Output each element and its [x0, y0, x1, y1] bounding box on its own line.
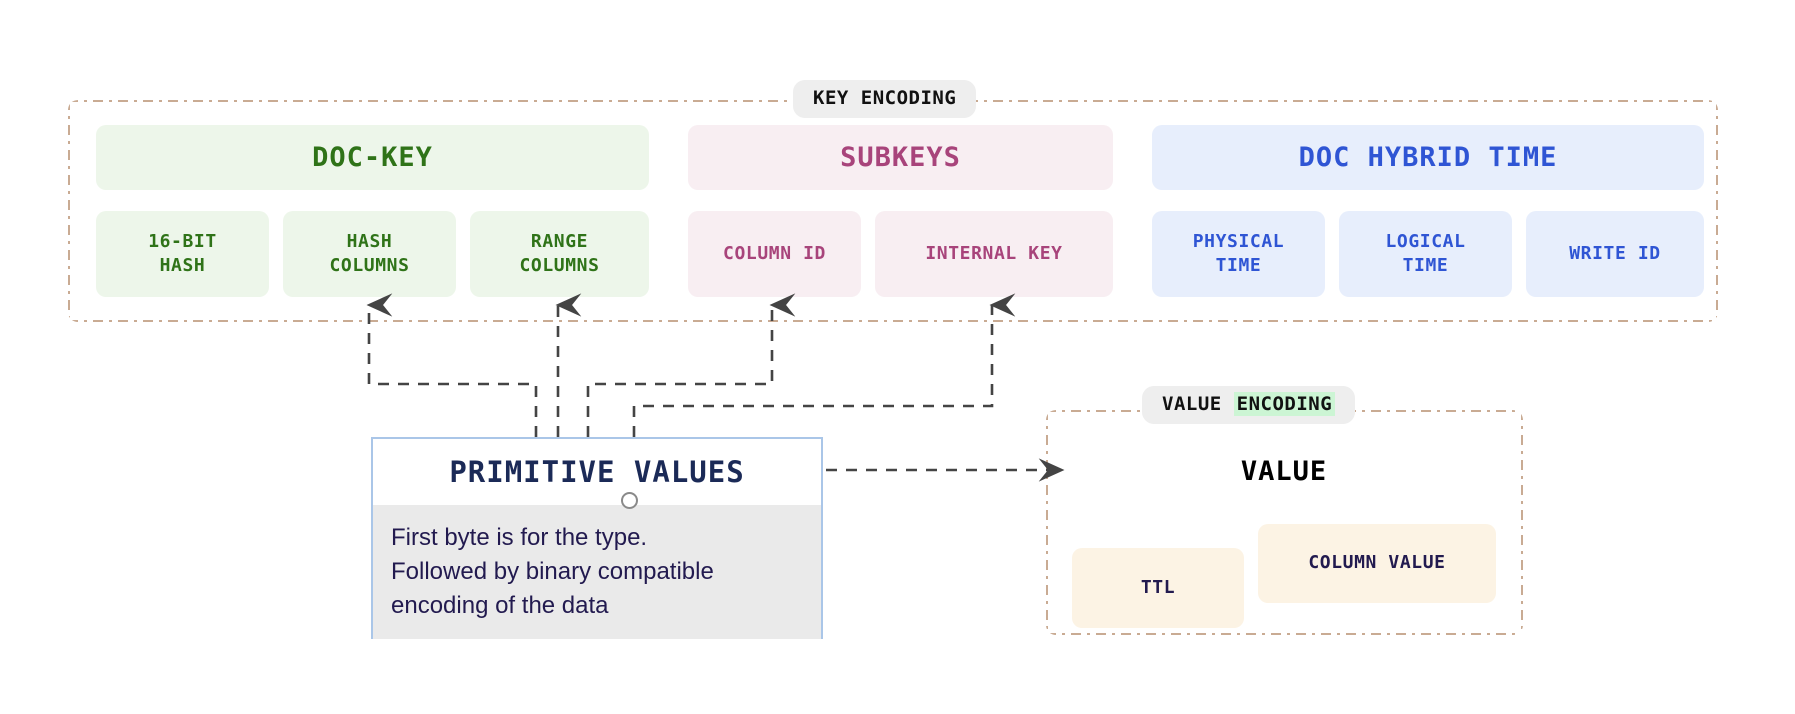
- primitive-values-resize-handle[interactable]: [621, 492, 638, 509]
- chip-physical-time[interactable]: PHYSICAL TIME: [1152, 211, 1325, 297]
- primitive-values-body: First byte is for the type. Followed by …: [373, 505, 821, 639]
- header-subkeys[interactable]: SUBKEYS: [688, 125, 1113, 190]
- header-doc-key[interactable]: DOC-KEY: [96, 125, 649, 190]
- chip-range-columns[interactable]: RANGE COLUMNS: [470, 211, 649, 297]
- wire-to-hash-columns: [366, 293, 538, 437]
- key-encoding-title-text: KEY ENCODING: [813, 87, 957, 109]
- value-encoding-title-plain: VALUE: [1162, 393, 1234, 415]
- chip-column-value[interactable]: COLUMN VALUE: [1258, 524, 1496, 603]
- header-doc-hybrid-time-label: DOC HYBRID TIME: [1298, 142, 1558, 173]
- chip-column-id[interactable]: COLUMN ID: [688, 211, 861, 297]
- chip-write-id[interactable]: WRITE ID: [1526, 211, 1704, 297]
- header-value[interactable]: VALUE: [1072, 437, 1496, 506]
- wire-to-column-id: [586, 293, 796, 437]
- chip-internal-key[interactable]: INTERNAL KEY: [875, 211, 1113, 297]
- header-value-label: VALUE: [1240, 456, 1328, 487]
- primitive-values-card[interactable]: PRIMITIVE VALUES First byte is for the t…: [371, 437, 823, 639]
- primitive-values-title: PRIMITIVE VALUES: [449, 455, 745, 489]
- header-doc-hybrid-time[interactable]: DOC HYBRID TIME: [1152, 125, 1704, 190]
- chip-ttl[interactable]: TTL: [1072, 548, 1244, 628]
- chip-hash-columns[interactable]: HASH COLUMNS: [283, 211, 456, 297]
- value-encoding-title-highlight: ENCODING: [1233, 392, 1336, 416]
- key-encoding-title-pill: KEY ENCODING: [793, 80, 977, 118]
- chip-16-bit-hash[interactable]: 16-BIT HASH: [96, 211, 269, 297]
- header-doc-key-label: DOC-KEY: [312, 142, 433, 173]
- value-encoding-title-pill: VALUE ENCODING: [1142, 386, 1356, 424]
- wire-to-internal-key: [632, 293, 1016, 437]
- chip-logical-time[interactable]: LOGICAL TIME: [1339, 211, 1512, 297]
- header-subkeys-label: SUBKEYS: [840, 142, 961, 173]
